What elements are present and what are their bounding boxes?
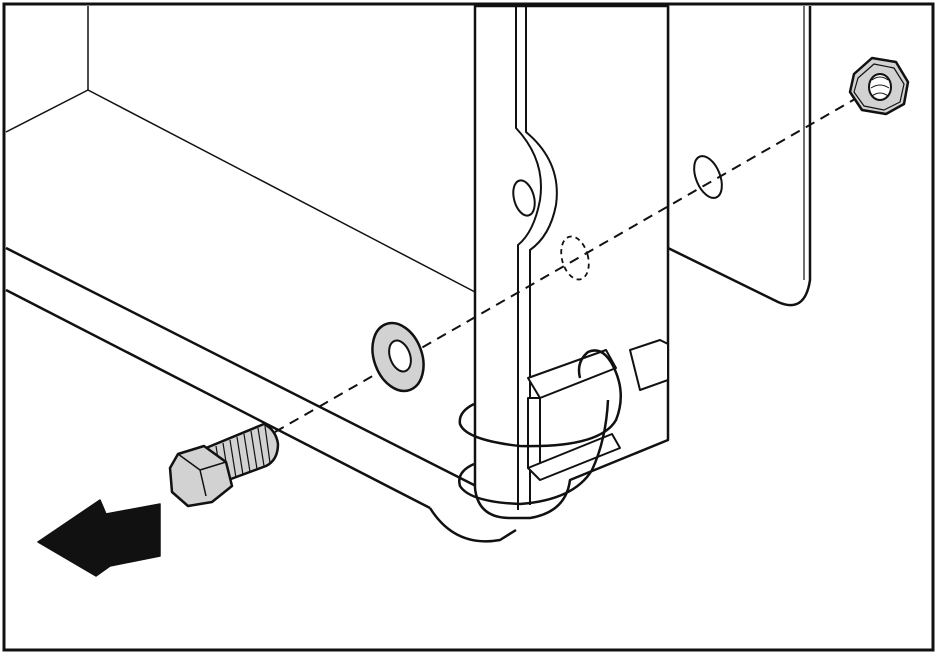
rear-plate [666,6,812,307]
hidden-hole [560,235,590,281]
wire-clip [458,339,669,506]
hex-bolt [168,422,280,508]
assembly-axis [274,94,863,433]
washer [371,321,425,393]
hex-nut [848,56,910,116]
insertion-arrow-icon [37,499,161,577]
